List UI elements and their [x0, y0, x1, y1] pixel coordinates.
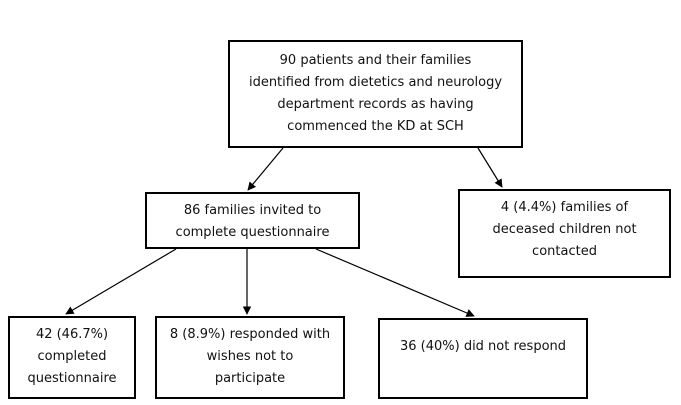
box-text-line: participate: [214, 371, 286, 386]
box-text-line: 36 (40%) did not respond: [399, 339, 567, 354]
box-text-line: 86 families invited to: [183, 203, 322, 218]
box-text-line: wishes not to: [206, 349, 294, 364]
box-text-line: 42 (46.7%): [35, 327, 109, 342]
box-text-line: commenced the KD at SCH: [287, 119, 464, 134]
box-families-invited: 86 families invited to complete question…: [145, 192, 360, 249]
arrow-root-to-deceased: [477, 147, 503, 188]
box-text-line: identified from dietetics and neurology: [248, 75, 503, 90]
box-text-line: 8 (8.9%) responded with: [169, 327, 331, 342]
box-text-line: completed: [37, 349, 107, 364]
box-text-line: deceased children not: [492, 222, 637, 237]
box-text-line: 90 patients and their families: [279, 53, 472, 68]
arrow-root-to-invited: [247, 147, 284, 191]
box-did-not-respond: 36 (40%) did not respond: [378, 318, 588, 399]
box-text-line: complete questionnaire: [175, 225, 330, 240]
box-deceased-families: 4 (4.4%) families of deceased children n…: [458, 189, 671, 278]
box-declined-participation: 8 (8.9%) responded with wishes not to pa…: [155, 316, 345, 399]
box-completed-questionnaire: 42 (46.7%) completed questionnaire: [8, 316, 136, 399]
box-text-line: department records as having: [277, 97, 474, 112]
box-text-line: 4 (4.4%) families of: [500, 200, 629, 215]
arrow-invited-to-no-response: [315, 248, 475, 317]
arrow-invited-to-completed: [65, 248, 177, 315]
box-text-line: contacted: [532, 244, 597, 259]
box-identified-patients: 90 patients and their families identifie…: [228, 40, 523, 148]
box-text-line: questionnaire: [27, 371, 117, 386]
